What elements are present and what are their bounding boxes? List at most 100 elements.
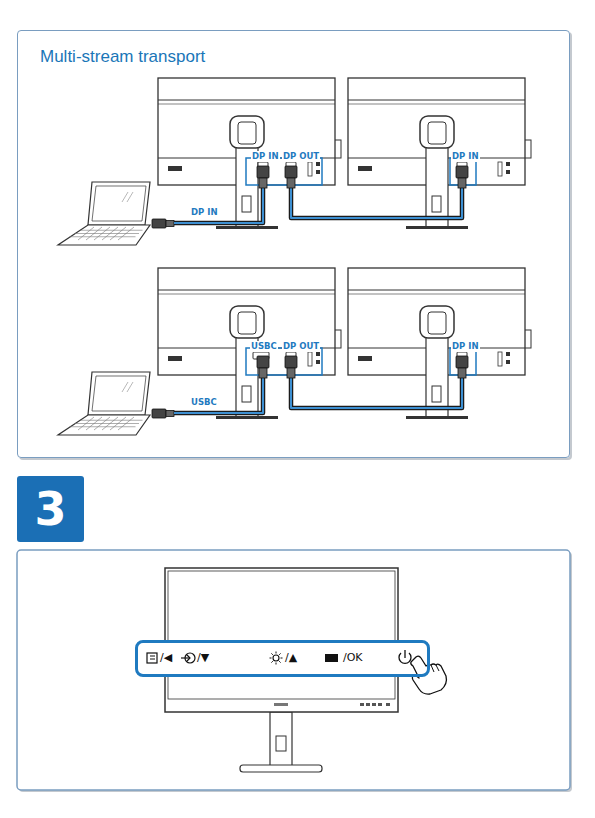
menu-icon — [147, 653, 157, 663]
stand-head-inner — [428, 312, 446, 334]
plug-boot — [259, 178, 267, 188]
keyboard-key — [86, 417, 102, 430]
menu-icon-line — [150, 659, 155, 660]
vent — [168, 356, 182, 361]
stand-base — [216, 416, 278, 419]
monitor-rear — [158, 268, 341, 419]
housing-edge — [158, 104, 335, 105]
brightness-ray — [276, 652, 277, 654]
monitor-screen — [168, 571, 395, 699]
panel-heading: Multi-stream transport — [40, 47, 205, 67]
brightness-ray — [279, 653, 280, 654]
brightness-ray — [279, 661, 280, 662]
vent — [506, 352, 510, 356]
cable-plug — [285, 356, 297, 368]
port-highlight — [246, 348, 322, 375]
cable — [291, 186, 462, 218]
button-dot — [378, 703, 382, 706]
vent — [168, 166, 182, 171]
vent — [498, 352, 502, 366]
plug-boot — [166, 411, 174, 417]
format-icon — [325, 654, 338, 662]
stand-neck — [270, 712, 292, 767]
cable-plug — [285, 166, 297, 178]
laptop-lid — [88, 372, 150, 415]
housing-edge — [348, 100, 525, 101]
panel-ground — [17, 30, 570, 458]
cable — [174, 186, 263, 223]
vent — [316, 352, 320, 356]
button-icons — [147, 650, 446, 694]
keyboard-row — [70, 236, 136, 237]
vent — [308, 352, 312, 366]
port-label: USBC — [250, 341, 278, 352]
keyboard-key — [86, 227, 102, 240]
plug-boot — [287, 368, 295, 378]
port-label: DP IN — [451, 341, 480, 352]
keyboard-key — [110, 417, 126, 430]
monitor-housing — [158, 78, 335, 185]
cable-hole — [242, 196, 251, 212]
keyboard-key — [110, 227, 126, 240]
port-label: DP IN — [251, 151, 280, 162]
cable-hole — [276, 736, 286, 751]
port-label: DP IN — [451, 151, 480, 162]
monitor-rear — [348, 268, 531, 419]
laptop-lid — [88, 182, 150, 225]
plug-boot — [458, 368, 466, 378]
port-highlight — [246, 158, 322, 185]
stand-base — [240, 765, 322, 772]
stand-head — [420, 306, 454, 338]
cable-hole — [432, 386, 441, 402]
monitor-housing — [158, 268, 335, 375]
brightness-ray — [270, 658, 272, 659]
laptop-screen — [92, 186, 146, 221]
housing-edge — [158, 294, 335, 295]
stand-base — [406, 226, 468, 229]
monitor-rear — [348, 78, 531, 229]
plug-boot — [458, 178, 466, 188]
stand-head — [230, 306, 264, 338]
vent — [316, 170, 320, 174]
vent — [498, 162, 502, 176]
button-label: /OK — [343, 651, 363, 664]
port-label: DP OUT — [282, 151, 320, 162]
cable — [174, 376, 263, 413]
brightness-ray — [276, 663, 277, 665]
button-label: /▼ — [197, 651, 209, 664]
step-number-box: 3 — [17, 476, 84, 542]
menu-icon-line — [150, 656, 155, 657]
housing-edge — [348, 104, 525, 105]
keyboard-key — [118, 417, 134, 430]
port-label: DP OUT — [282, 341, 320, 352]
port-label: DP IN — [190, 207, 219, 218]
cable — [291, 376, 462, 408]
stand-head-inner — [238, 312, 256, 334]
vent — [506, 162, 510, 166]
stand-column — [426, 308, 448, 418]
screen-glare — [122, 192, 128, 202]
laptop — [58, 372, 174, 435]
keyboard-key — [78, 417, 94, 430]
cable-plug — [257, 356, 269, 368]
stand-head — [230, 116, 264, 148]
button-dot — [386, 703, 390, 706]
plug-boot — [287, 178, 295, 188]
vent — [506, 360, 510, 364]
stand-column — [236, 118, 258, 228]
plug-boot — [166, 221, 174, 227]
cable — [291, 186, 462, 218]
monitor-rear — [158, 78, 341, 229]
cable — [174, 376, 263, 413]
button-label: /▲ — [285, 651, 297, 664]
monitor-front — [135, 568, 430, 772]
brightness-ray — [281, 658, 283, 659]
screen-glare — [127, 192, 133, 202]
button-dot — [372, 703, 376, 706]
laptop-plug — [152, 409, 166, 418]
laptop-base — [58, 415, 150, 435]
panel-frame — [17, 550, 570, 790]
cable-plug — [456, 356, 468, 368]
brightness-ray — [271, 661, 272, 662]
laptop-screen — [92, 376, 146, 411]
